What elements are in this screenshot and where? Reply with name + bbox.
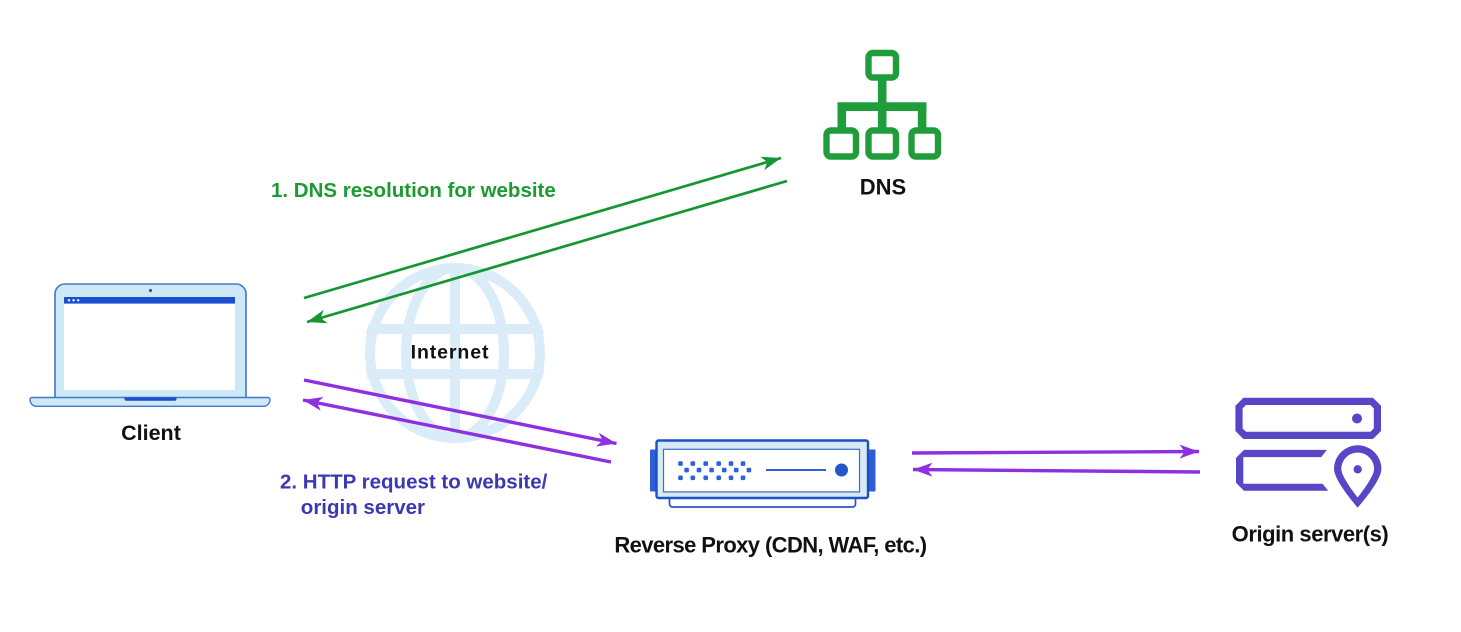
svg-text:DNS: DNS (860, 175, 906, 200)
svg-text:1. DNS resolution for website: 1. DNS resolution for website (271, 179, 556, 202)
svg-text:2. HTTP request to website/: 2. HTTP request to website/ (280, 471, 548, 494)
svg-text:Client: Client (121, 421, 181, 445)
svg-text:Reverse Proxy (CDN, WAF, etc.): Reverse Proxy (CDN, WAF, etc.) (614, 533, 926, 558)
svg-text:origin server: origin server (301, 496, 425, 519)
svg-text:Internet: Internet (411, 342, 490, 364)
svg-text:Origin server(s): Origin server(s) (1232, 522, 1389, 547)
